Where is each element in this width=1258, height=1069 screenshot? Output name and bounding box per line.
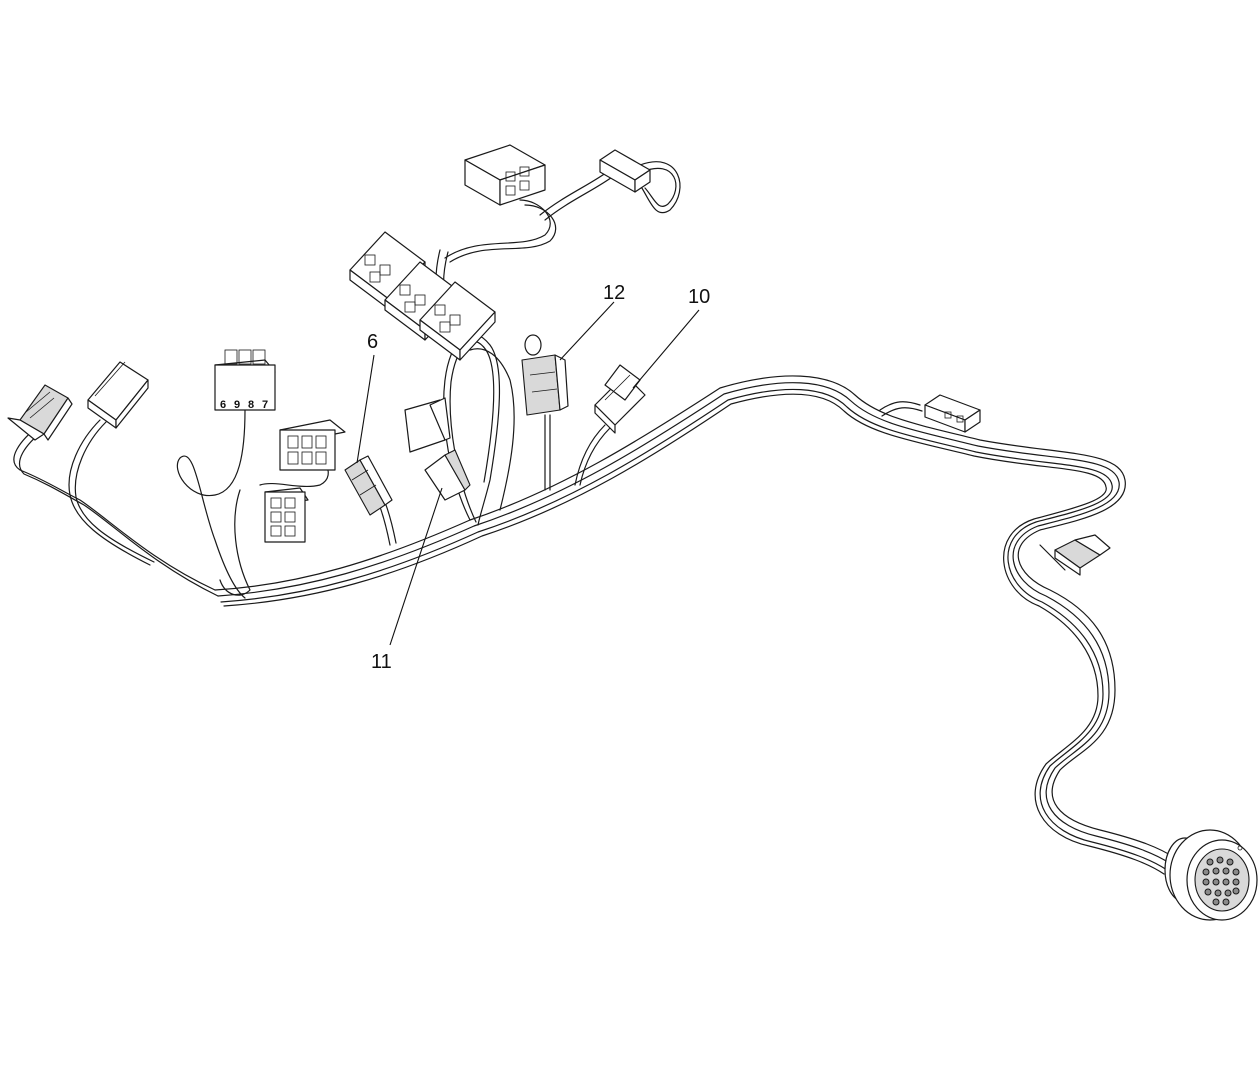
connector-far-left [7,384,73,441]
connector-top-square [464,144,546,206]
callout-label-11: 11 [371,651,392,673]
callout-label-12: 12 [603,282,625,304]
connector-block-upper [279,419,346,471]
relay-item-12 [521,334,569,416]
callout-11: 11 [371,487,443,673]
harness-trunk [214,375,1176,875]
connector-item-11 [404,397,471,501]
connector-trunk-right [924,394,981,433]
round-connector [1164,829,1258,921]
connector-inline-right [1054,534,1111,576]
connector-left-2 [87,361,149,429]
callout-10: 10 [632,286,710,389]
connector-top-right [599,149,651,193]
pin-label-8: 8 [248,399,254,411]
pin-label-9: 9 [234,399,240,411]
connector-6987: 6 9 8 7 [214,349,276,411]
left-branches [13,409,329,599]
pin-label-7: 7 [262,399,268,411]
callout-6: 6 [356,331,378,464]
callout-label-10: 10 [688,286,710,308]
pin-label-6: 6 [220,399,226,411]
middle-branches [374,161,1066,571]
callout-12: 12 [559,282,625,361]
connector-block-lower [264,487,309,543]
relay-block-stack [349,231,496,361]
round-connector-pins [1202,856,1240,906]
connector-item-6 [344,455,393,516]
callout-label-6: 6 [367,331,378,353]
fuse-holder-item-10 [594,364,646,434]
